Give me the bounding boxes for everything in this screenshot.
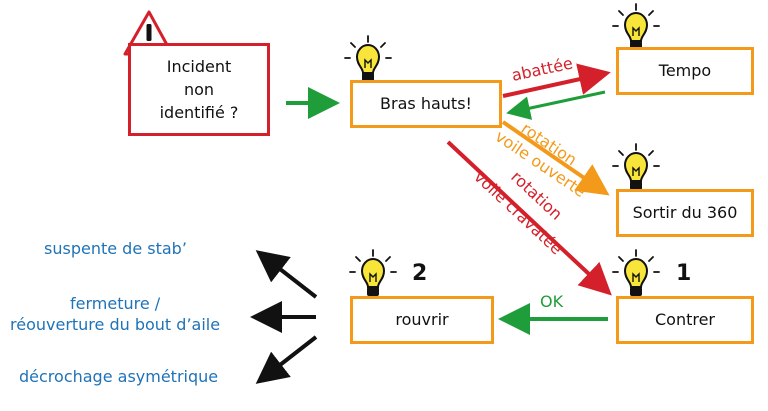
node-bras-hauts-label: Bras hauts! xyxy=(380,94,472,113)
outcome-decrochage: décrochage asymétrique xyxy=(19,367,219,386)
node-tempo-label: Tempo xyxy=(658,61,712,80)
node-sortir-360: Sortir du 360 xyxy=(616,189,754,237)
edge-tempo-to-bras-hauts xyxy=(506,90,606,120)
lightbulb-icon xyxy=(612,143,660,190)
outcome-fermeture-line-2: réouverture du bout d’aile xyxy=(10,315,221,334)
node-incident-line-1: Incident xyxy=(166,57,232,76)
label-ok: OK xyxy=(540,292,564,311)
edge-rouvrir-to-suspente xyxy=(255,250,318,299)
outcome-fermeture-line-1: fermeture / xyxy=(70,294,161,313)
lightbulb-icon xyxy=(349,249,397,296)
step-number-1: 1 xyxy=(676,261,692,286)
node-rouvrir-label: rouvrir xyxy=(395,310,449,329)
node-incident-line-2: non xyxy=(183,80,215,99)
node-sortir-360-label: Sortir du 360 xyxy=(632,203,738,222)
node-bras-hauts: Bras hauts! xyxy=(350,80,502,128)
node-incident: Incident non identifié ? xyxy=(128,43,270,136)
node-rouvrir: rouvrir xyxy=(350,296,494,344)
node-incident-line-3: identifié ? xyxy=(159,103,239,122)
edge-bras-hauts-to-sortir xyxy=(501,120,610,196)
lightbulb-icon xyxy=(344,35,392,82)
node-contrer-label: Contrer xyxy=(654,310,716,329)
edge-bras-hauts-to-contrer xyxy=(446,140,612,296)
step-number-2: 2 xyxy=(412,261,428,286)
label-abattee: abattée xyxy=(510,53,575,84)
lightbulb-icon xyxy=(612,3,660,50)
lightbulb-icon xyxy=(612,249,660,296)
node-tempo: Tempo xyxy=(616,47,754,95)
edge-bras-hauts-to-tempo xyxy=(502,63,611,98)
node-contrer: Contrer xyxy=(616,296,754,344)
outcome-suspente: suspente de stab’ xyxy=(44,239,187,258)
edge-rouvrir-to-decrochage xyxy=(255,335,318,384)
